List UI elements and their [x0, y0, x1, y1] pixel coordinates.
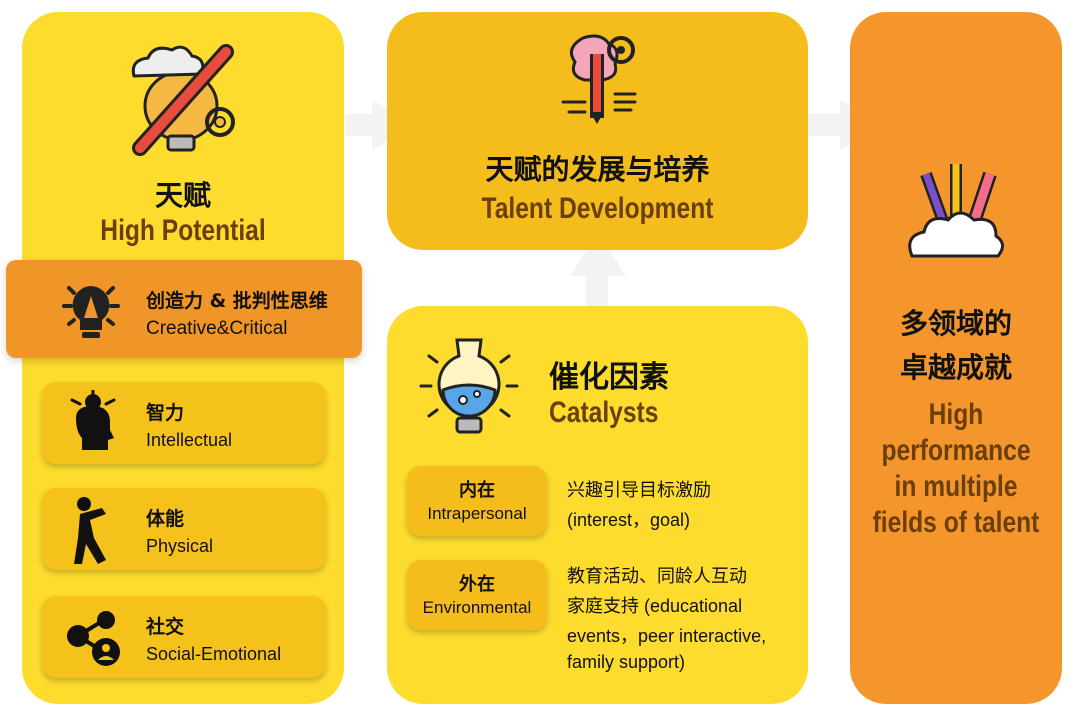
environmental-desc-3: events，peer interactive,: [567, 626, 767, 646]
social-emotional-card: 社交 Social-Emotional: [42, 596, 326, 678]
social-network-icon: [67, 611, 120, 666]
potential-title-zh: 天赋: [154, 179, 211, 212]
pens-cloud-icon: [908, 164, 1004, 258]
performance-title-zh-1: 多领域的: [899, 307, 1012, 340]
performance-title-en-3: in multiple: [894, 470, 1018, 503]
performance-title-en-1: High: [928, 398, 984, 431]
head-gear-icon: [70, 390, 116, 450]
development-title-zh: 天赋的发展与培养: [485, 153, 710, 186]
catalysts-card: 催化因素 Catalysts 内在 Intrapersonal 兴趣引导目标激励…: [387, 306, 808, 704]
stretch-person-icon: [74, 497, 106, 564]
catalysts-title-en: Catalysts: [549, 396, 659, 429]
high-potential-card: 天赋 High Potential: [22, 12, 344, 704]
intrapersonal-desc-2: (interest，goal): [567, 510, 691, 530]
environmental-desc-1: 教育活动、同龄人互动: [567, 566, 747, 586]
high-performance-card: 多领域的 卓越成就 High performance in multiple f…: [850, 12, 1062, 704]
physical-en: Physical: [146, 536, 214, 556]
performance-title-zh-2: 卓越成就: [899, 351, 1012, 384]
development-title-en: Talent Development: [481, 192, 714, 225]
environmental-card: 外在 Environmental: [407, 560, 547, 630]
creative-critical-band: 创造力 & 批判性思维 Creative&Critical: [6, 260, 362, 358]
arrow-up: [570, 232, 626, 276]
intrapersonal-desc-1: 兴趣引导目标激励: [567, 480, 711, 500]
social-zh: 社交: [146, 616, 185, 638]
performance-title-en-2: performance: [881, 434, 1031, 467]
creative-critical-zh: 创造力 & 批判性思维: [146, 290, 328, 312]
lightbulb-icon: [62, 286, 120, 338]
environmental-desc-4: family support): [567, 652, 686, 672]
intrapersonal-en: Intrapersonal: [427, 504, 527, 523]
environmental-zh: 外在: [459, 574, 495, 595]
environmental-en: Environmental: [422, 598, 532, 617]
brain-pencil-icon: [131, 44, 235, 156]
catalysts-title-zh: 催化因素: [549, 360, 669, 395]
intellectual-zh: 智力: [146, 402, 185, 424]
physical-card: 体能 Physical: [42, 488, 326, 570]
intrapersonal-zh: 内在: [459, 480, 495, 501]
physical-zh: 体能: [146, 508, 185, 530]
creative-critical-en: Creative&Critical: [146, 318, 288, 339]
performance-title-en-4: fields of talent: [872, 506, 1040, 539]
intellectual-en: Intellectual: [146, 430, 233, 450]
potential-title-en: High Potential: [100, 214, 266, 247]
environmental-desc-2: 家庭支持 (educational: [567, 596, 743, 616]
intellectual-card: 智力 Intellectual: [42, 382, 326, 464]
talent-development-card: 天赋的发展与培养 Talent Development: [387, 12, 808, 250]
intrapersonal-card: 内在 Intrapersonal: [407, 466, 547, 536]
flask-bulb-icon: [419, 338, 519, 434]
bulb-pencil-icon: [561, 34, 637, 124]
social-en: Social-Emotional: [146, 644, 282, 664]
